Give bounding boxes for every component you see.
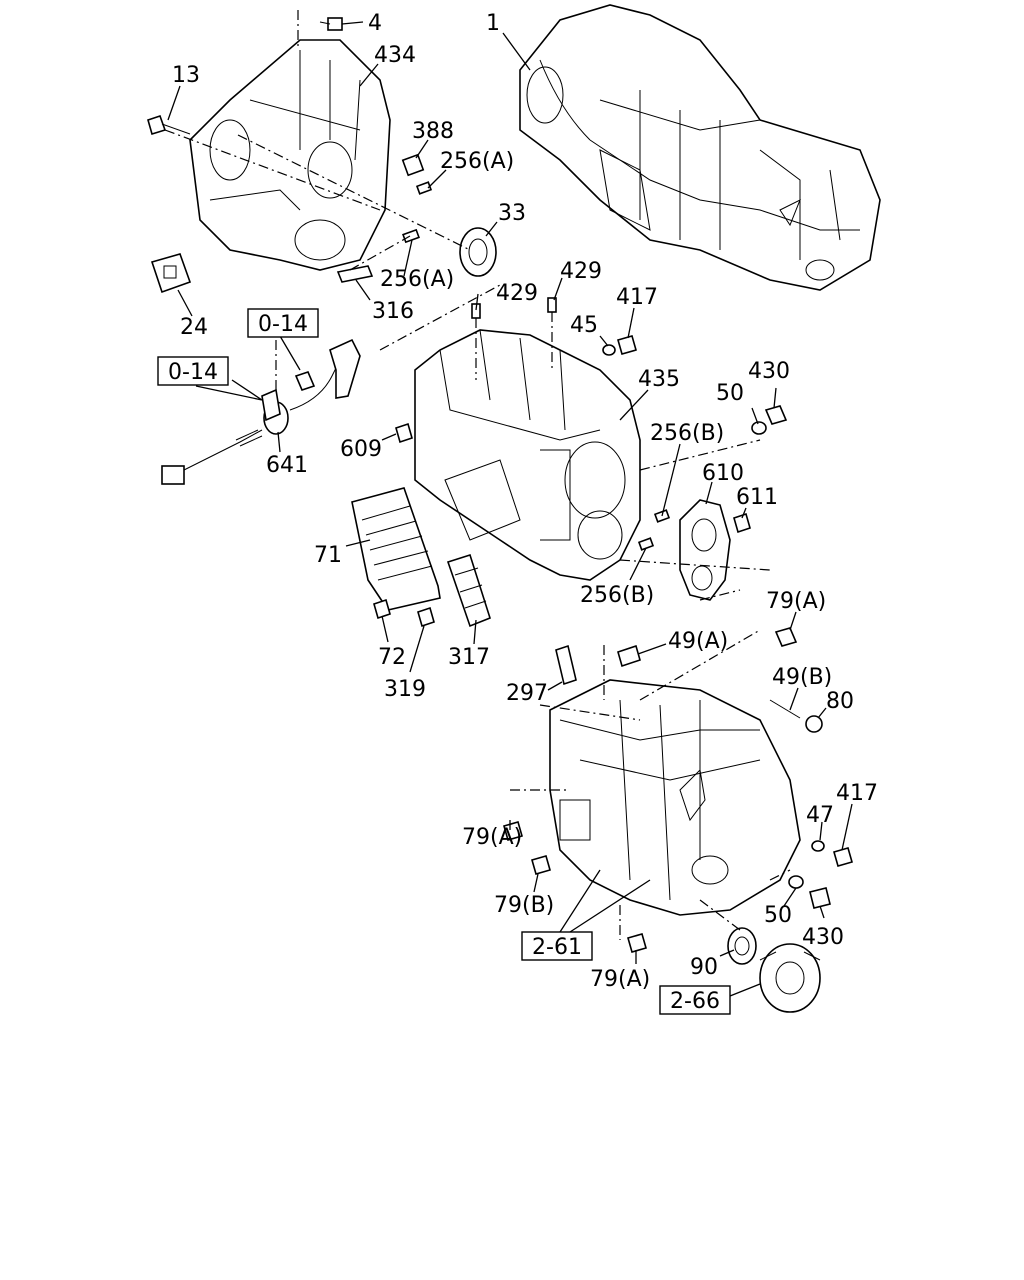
stud-49a: [617, 644, 641, 668]
dowel-388: [401, 153, 425, 177]
part-label-71: 71: [314, 543, 342, 568]
part-label-47: 47: [806, 803, 834, 828]
bolt-4: [319, 17, 343, 31]
ref-box-0-14-top: 0-14: [247, 308, 319, 338]
ref-box-0-14-left: 0-14: [157, 356, 229, 386]
nut-80: [805, 715, 823, 733]
transmission-assembly: [519, 4, 881, 291]
part-label-50: 50: [716, 381, 744, 406]
bolt-611: [733, 512, 751, 534]
bolt-319: [417, 606, 435, 628]
part-label-45: 45: [570, 313, 598, 338]
cover-71: [351, 487, 441, 611]
cover-317: [446, 553, 491, 628]
bolt-79a-bottom: [627, 933, 647, 953]
plug-430-bottom: [809, 887, 831, 909]
part-label-297: 297: [506, 681, 548, 706]
bolt-79a-middle: [503, 821, 523, 841]
seal-90: [727, 927, 757, 965]
leader-lines: [167, 21, 853, 997]
part-label-429: 429: [560, 259, 602, 284]
part-label-79b: 79(B): [494, 893, 554, 918]
part-labels: 1 4 13 434 388 256(A) 33 256(A) 316 24 4…: [172, 11, 878, 992]
part-label-256a: 256(A): [440, 149, 514, 174]
part-label-319: 319: [384, 677, 426, 702]
part-label-33: 33: [498, 201, 526, 226]
part-label-641: 641: [266, 453, 308, 478]
part-label-49b: 49(B): [772, 665, 832, 690]
part-label-79a: 79(A): [462, 825, 522, 850]
part-label-80: 80: [826, 689, 854, 714]
ref-label: 0-14: [168, 360, 218, 385]
part-label-1: 1: [486, 11, 500, 36]
bolt-72: [373, 598, 391, 620]
part-label-316: 316: [372, 299, 414, 324]
part-label-417: 417: [616, 285, 658, 310]
switch-24: [150, 253, 192, 294]
oring-45: [602, 344, 616, 356]
seal-33: [459, 227, 497, 277]
ref-label: 2-61: [532, 935, 582, 960]
ref-label: 2-66: [670, 989, 720, 1014]
switch-297: [555, 644, 577, 686]
part-label-417: 417: [836, 781, 878, 806]
bolt-609: [395, 422, 413, 444]
bolt-79a-top: [774, 627, 798, 647]
part-label-256a: 256(A): [380, 267, 454, 292]
part-label-49a: 49(A): [668, 629, 728, 654]
ref-box-2-66: 2-66: [659, 985, 731, 1015]
clip-316: [336, 265, 374, 283]
washer-50-bottom: [788, 875, 804, 889]
bolt-417-bottom: [833, 847, 853, 867]
oring-47: [811, 840, 825, 852]
washer-50-top: [751, 421, 767, 435]
part-label-72: 72: [378, 645, 406, 670]
plug-430-top: [764, 405, 788, 425]
center-case: [414, 329, 641, 581]
part-label-435: 435: [638, 367, 680, 392]
part-label-13: 13: [172, 63, 200, 88]
ref-box-2-61: 2-61: [521, 931, 593, 961]
part-label-430: 430: [748, 359, 790, 384]
bell-housing: [189, 39, 391, 271]
part-label-429: 429: [496, 281, 538, 306]
stud-49b: [769, 699, 801, 719]
part-label-256b: 256(B): [650, 421, 724, 446]
speed-sensor-641: [161, 338, 361, 485]
part-label-610: 610: [702, 461, 744, 486]
part-label-79a: 79(A): [766, 589, 826, 614]
part-label-256b: 256(B): [580, 583, 654, 608]
alignment-lines: [164, 10, 791, 940]
part-label-388: 388: [412, 119, 454, 144]
gasket-610: [679, 499, 731, 601]
pin-256b-bottom: [637, 537, 655, 551]
part-label-24: 24: [180, 315, 208, 340]
part-label-317: 317: [448, 645, 490, 670]
part-label-90: 90: [690, 955, 718, 980]
part-label-50: 50: [764, 903, 792, 928]
part-label-79a: 79(A): [590, 967, 650, 992]
pin-429-right: [547, 297, 557, 313]
bolt-417-top: [617, 335, 637, 355]
bolt-79b: [531, 855, 551, 875]
part-label-4: 4: [368, 11, 382, 36]
rear-case: [549, 679, 801, 916]
part-label-609: 609: [340, 437, 382, 462]
part-label-434: 434: [374, 43, 416, 68]
part-label-430: 430: [802, 925, 844, 950]
ref-label: 0-14: [258, 312, 308, 337]
flange: [759, 943, 821, 1013]
part-label-611: 611: [736, 485, 778, 510]
pin-256a-bottom: [402, 228, 420, 244]
